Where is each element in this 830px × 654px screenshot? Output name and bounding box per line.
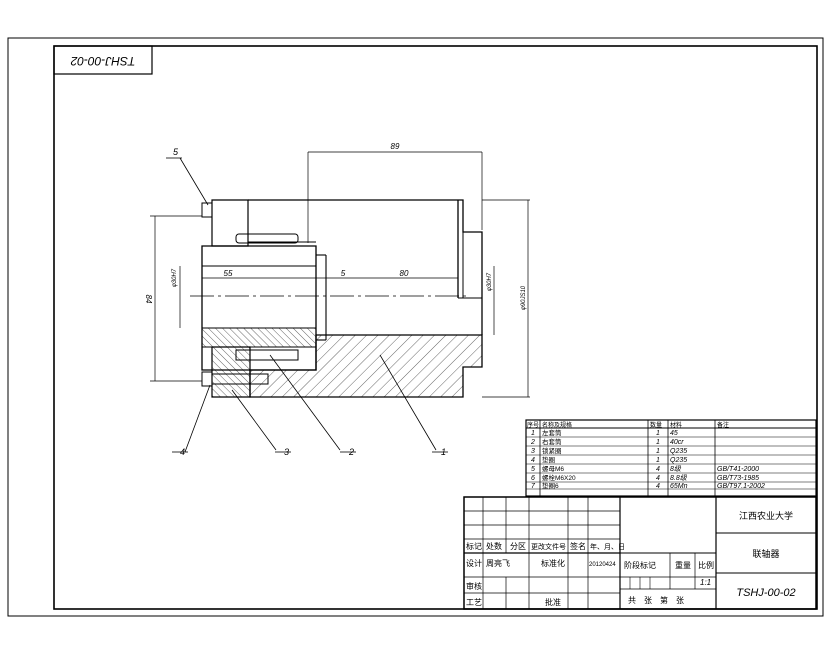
bom-cell: 3 [531,448,535,455]
bom-table: 序号 名称及规格 数量 材料 备注 1 左套筒 1 45 2 右套筒 1 40c… [525,419,817,497]
bom-header-name: 名称及规格 [542,421,572,429]
lower-bolt-head [201,371,213,387]
tb-review: 审核 [466,581,482,591]
flange-plate [211,199,249,247]
bom-cell: 7 [531,483,536,490]
dim-80: 80 [400,269,409,278]
tb-design: 设计 [466,558,482,568]
coupling-drawing [150,151,530,453]
tb-date: 年、月、日 [590,542,625,551]
bom-header-no: 序号 [527,421,539,429]
flange-plate-lower [211,346,251,398]
bom-cell: 1 [531,430,535,437]
bom-cell: 2 [530,439,535,446]
tb-school: 江西农业大学 [739,510,793,521]
bom-cell: GB/T41-2000 [717,466,759,473]
tb-code: TSHJ-00-02 [736,587,795,599]
bom-cell: Q235 [670,448,687,455]
dim-bore-right: φ30H7 [487,272,493,291]
tb-weight: 重量 [675,560,691,570]
bom-cell: 1 [656,457,660,464]
tb-scale: 比例 [698,560,714,570]
bom-header-material: 材料 [670,421,682,429]
bom-cell: 6 [531,475,535,482]
tb-change-doc: 更改文件号 [531,542,566,551]
bom-cell: 右套筒 [542,437,562,446]
bom-cell: Q235 [670,457,687,464]
right-sleeve-body [248,199,483,335]
bom-cell: 4 [656,475,660,482]
bom-cell: 5 [531,466,535,473]
dim-55: 55 [224,269,233,278]
bom-cell: 4 [656,466,660,473]
bom-cell: GB/T73-1985 [717,475,759,482]
bom-row: 5 螺母M6 4 8级 GB/T41-2000 [531,464,759,473]
tb-sheets: 共 张 第 张 [628,595,684,605]
bom-cell: 垫圈 [542,455,555,464]
outer-border [7,37,824,617]
tb-part-name: 联轴器 [752,548,779,559]
tb-scale-value: 1:1 [700,578,711,587]
balloon-5: 5 [173,147,179,157]
bom-cell: 4 [656,483,660,490]
bom-row: 4 垫圈 1 Q235 [531,455,687,464]
bom-row: 3 锁紧圈 1 Q235 [531,446,687,455]
bom-cell: 左套筒 [542,428,562,437]
bom-cell: 螺栓M6X20 [542,473,576,482]
dim-bore-left: φ30H7 [172,268,178,287]
tb-sign: 签名 [570,541,586,551]
tb-design-date: 20120424 [589,562,616,568]
left-sleeve-section [201,327,317,348]
bom-cell: 8.8级 [670,474,688,482]
dim-84: 84 [144,295,153,304]
tb-approve: 批准 [545,597,561,607]
bom-cell: 8级 [670,465,682,473]
bom-cell: 1 [656,430,660,437]
bom-cell: 螺母M6 [542,464,564,473]
bom-cell: GB/T97.1-2002 [717,483,765,490]
bom-cell: 垫圈6 [542,481,559,490]
code-box-text: TSHJ-00-02 [70,54,135,68]
tb-count: 处数 [486,541,502,551]
dim-5: 5 [341,269,346,278]
bom-cell: 65Mn [670,483,688,490]
inner-border [53,45,818,610]
top-bolt-head [201,202,213,218]
bom-cell: 1 [656,439,660,446]
bom-row: 2 右套筒 1 40cr [530,437,684,446]
dim-89: 89 [391,142,400,151]
bom-header-qty: 数量 [650,421,662,429]
code-box [53,45,153,75]
bom-cell: 锁紧圈 [542,446,562,455]
title-block [463,496,817,610]
tb-process: 工艺 [466,598,482,607]
bom-cell: 4 [531,457,535,464]
tb-mark: 标记 [466,541,482,551]
dim-outer-dia: φ90JS10 [521,285,527,310]
bom-cell: 45 [670,430,678,437]
bom-row: 1 左套筒 1 45 [531,428,678,437]
bom-cell: 1 [656,448,660,455]
bom-cell: 40cr [670,439,684,446]
bom-header-note: 备注 [717,421,729,429]
bom-row: 6 螺栓M6X20 4 8.8级 GB/T73-1985 [531,473,759,482]
tb-zone: 分区 [510,542,526,551]
tb-stage-mark: 阶段标记 [624,560,656,570]
bom-row: 7 垫圈6 4 65Mn GB/T97.1-2002 [531,481,765,490]
tb-standardize: 标准化 [541,558,565,568]
tb-designer: 周亮飞 [486,558,510,568]
